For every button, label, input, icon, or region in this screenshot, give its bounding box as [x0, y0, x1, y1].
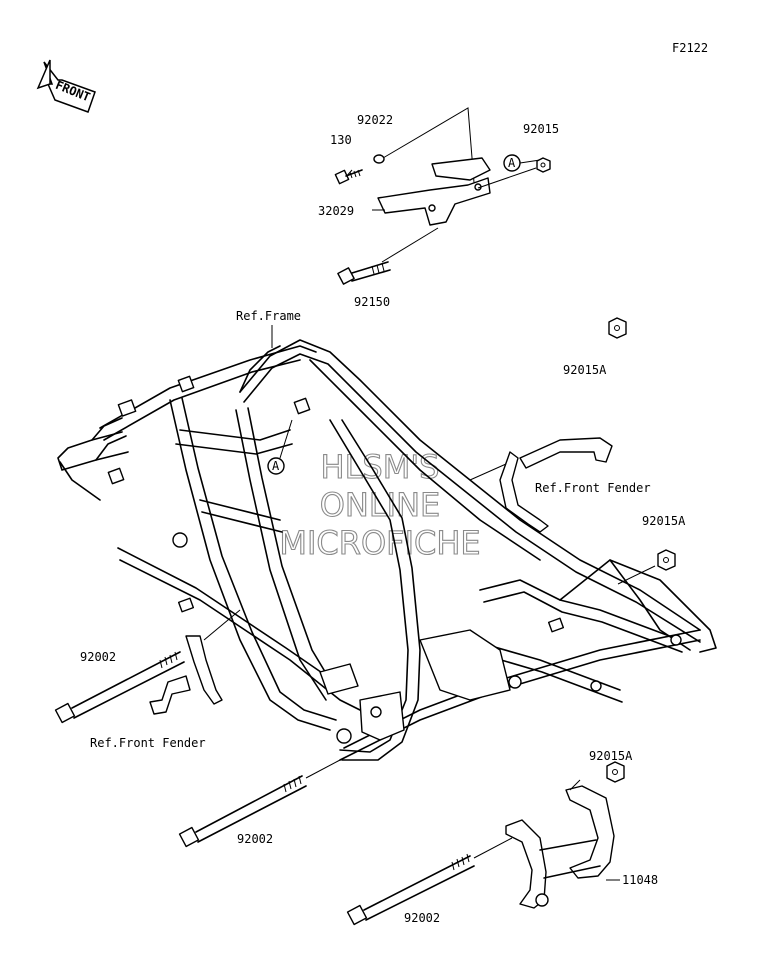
label-92015a-middle: 92015A	[642, 514, 686, 528]
callout-a-top-letter: A	[508, 156, 516, 170]
label-92002-middle: 92002	[237, 832, 273, 846]
nut-92015a-lower	[606, 761, 625, 783]
label-92015a-upper: 92015A	[563, 363, 607, 377]
label-92150: 92150	[354, 295, 390, 309]
label-92002-bottom: 92002	[404, 911, 440, 925]
bolt-92002-left	[54, 651, 185, 724]
watermark-line-2: ONLINE	[320, 486, 441, 524]
label-92022: 92022	[357, 113, 393, 127]
label-92015a-lower: 92015A	[589, 749, 633, 763]
watermark-line-3: MICROFICHE	[279, 524, 480, 562]
bracket-assembly: A	[334, 107, 551, 285]
front-fender-bracket-left	[149, 609, 241, 715]
bolt-92002-bottom	[346, 837, 513, 926]
label-92015: 92015	[523, 122, 559, 136]
bolt-92150	[337, 227, 439, 285]
front-fender-bracket-right	[469, 437, 613, 533]
frame-drawing: A	[57, 339, 717, 761]
label-32029: 32029	[318, 204, 354, 218]
label-ref-front-fender-left: Ref.Front Fender	[90, 736, 206, 750]
callout-a-frame-letter: A	[272, 459, 280, 473]
nut-92015a-middle	[617, 549, 676, 585]
washer-92022	[373, 154, 385, 164]
nut-92015	[536, 157, 551, 173]
callout-a-frame	[267, 457, 285, 475]
front-arrow-icon: FRONT	[36, 59, 96, 113]
label-11048: 11048	[622, 873, 658, 887]
nut-92015a-upper	[608, 317, 627, 339]
bracket-32029	[377, 177, 491, 226]
watermark: HLSM'S ONLINE MICROFICHE	[279, 447, 481, 562]
bolt-130	[334, 169, 363, 185]
label-ref-front-fender-right: Ref.Front Fender	[535, 481, 651, 495]
label-92002-left: 92002	[80, 650, 116, 664]
diagram-code: F2122	[672, 41, 708, 55]
label-130: 130	[330, 133, 352, 147]
bracket-11048	[505, 779, 615, 909]
label-ref-frame: Ref.Frame	[236, 309, 301, 323]
bolt-92002-middle	[178, 759, 341, 848]
